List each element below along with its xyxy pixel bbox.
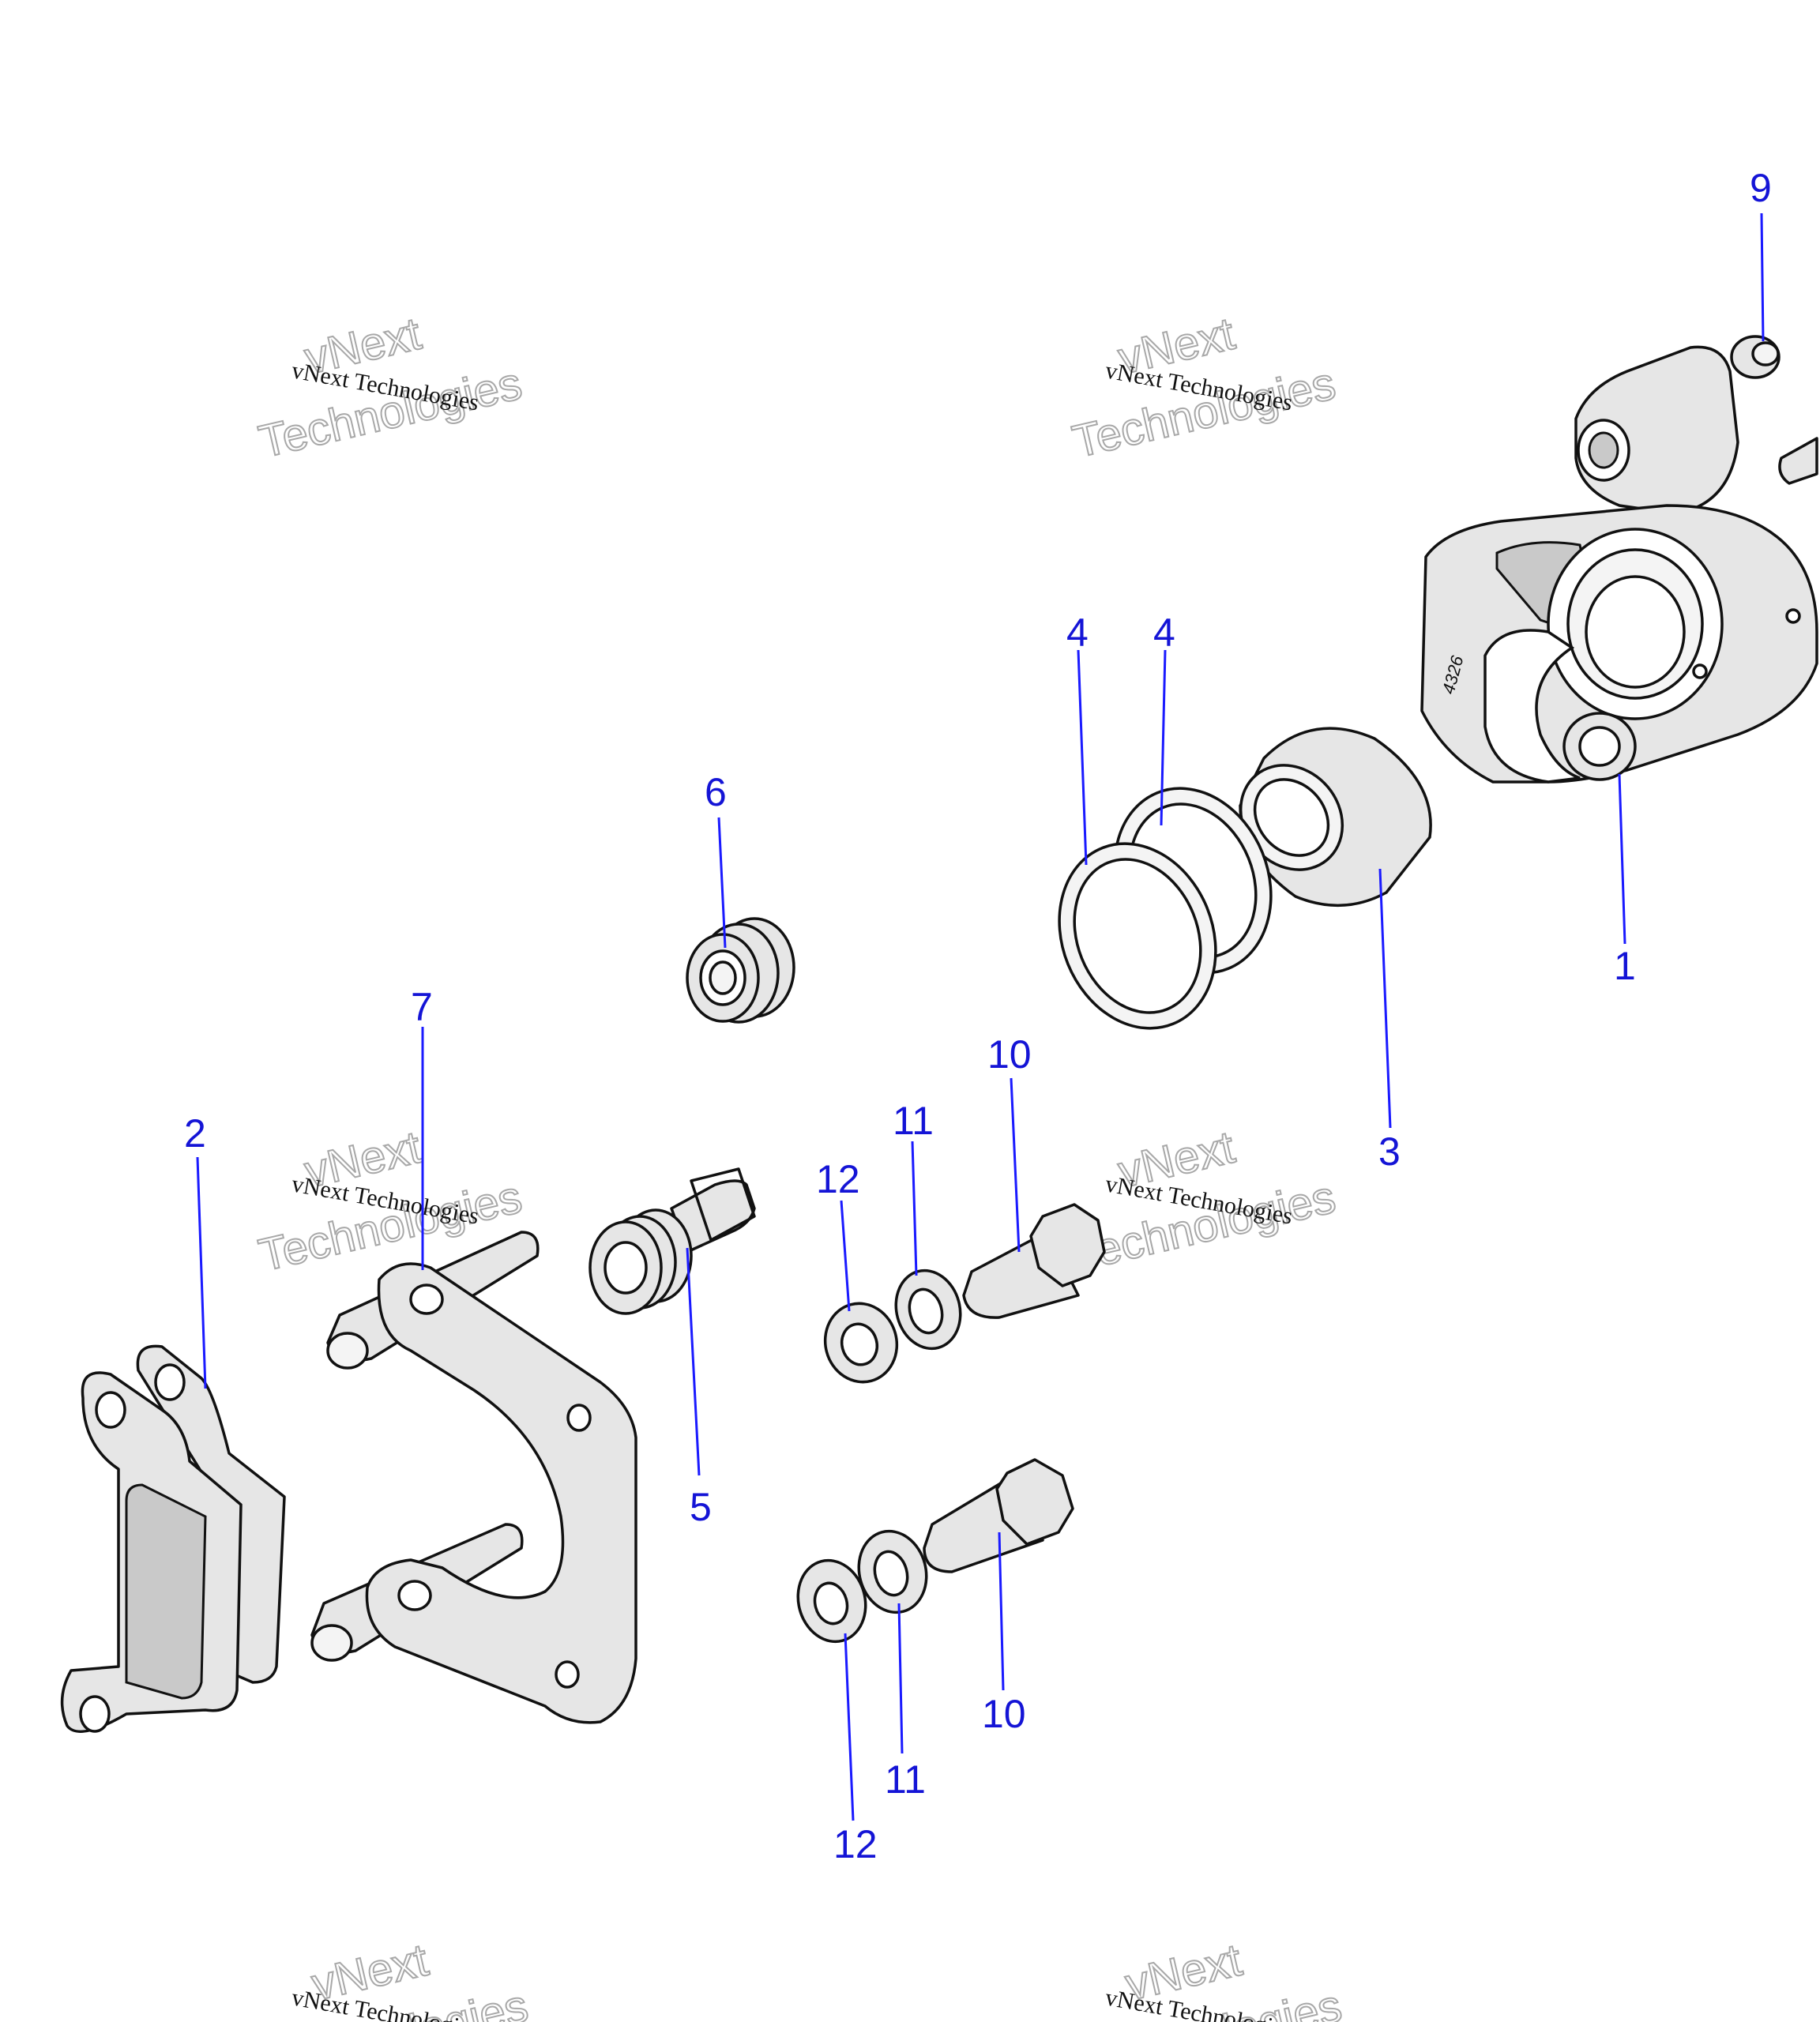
leader-4a (1077, 649, 1088, 866)
bleeder-cap (1730, 335, 1781, 379)
leader-1 (1618, 773, 1626, 945)
callout-11b: 11 (885, 1757, 926, 1802)
bleeder-screw (1778, 437, 1818, 485)
leader-12a (840, 1200, 851, 1312)
leader-5 (686, 1247, 701, 1476)
callout-6: 6 (705, 770, 727, 814)
lock-washer-lower (857, 1529, 928, 1614)
leader-10a (1010, 1077, 1021, 1253)
flat-washer-upper (823, 1302, 899, 1384)
callout-1: 1 (1614, 944, 1636, 988)
callout-2: 2 (184, 1111, 206, 1156)
leader-10b (998, 1532, 1005, 1691)
leader-6 (717, 817, 727, 949)
leader-4b (1160, 649, 1167, 826)
bolt-upper (962, 1203, 1106, 1319)
callout-5: 5 (690, 1485, 712, 1529)
slide-pin (588, 1167, 756, 1315)
callout-7: 7 (411, 985, 433, 1029)
callout-4b: 4 (1153, 611, 1175, 655)
callout-10b: 10 (982, 1692, 1026, 1736)
callout-11a: 11 (893, 1099, 934, 1143)
leader-9 (1760, 212, 1765, 342)
caliper-body: 4326 (1420, 345, 1818, 784)
callout-12a: 12 (816, 1157, 860, 1201)
bolt-lower (923, 1458, 1074, 1573)
piston (1239, 727, 1432, 908)
leader-3 (1378, 868, 1392, 1129)
seal-ring-outer (1058, 842, 1217, 1030)
leader-11a (911, 1141, 918, 1276)
callout-4a: 4 (1066, 611, 1089, 655)
callout-3: 3 (1378, 1129, 1401, 1174)
lock-washer-upper (894, 1268, 962, 1351)
callout-12b: 12 (833, 1822, 878, 1866)
flat-washer-lower (796, 1558, 867, 1644)
caliper-bracket (310, 1231, 637, 1724)
leader-11b (897, 1603, 904, 1754)
callout-9: 9 (1750, 166, 1772, 210)
brake-pad-outer (60, 1371, 243, 1733)
leader-2 (196, 1156, 207, 1389)
pin-boot-upper (686, 917, 795, 1024)
brake-pad-inner (136, 1344, 286, 1684)
leader-12b (844, 1633, 855, 1821)
callout-10a: 10 (987, 1032, 1032, 1077)
